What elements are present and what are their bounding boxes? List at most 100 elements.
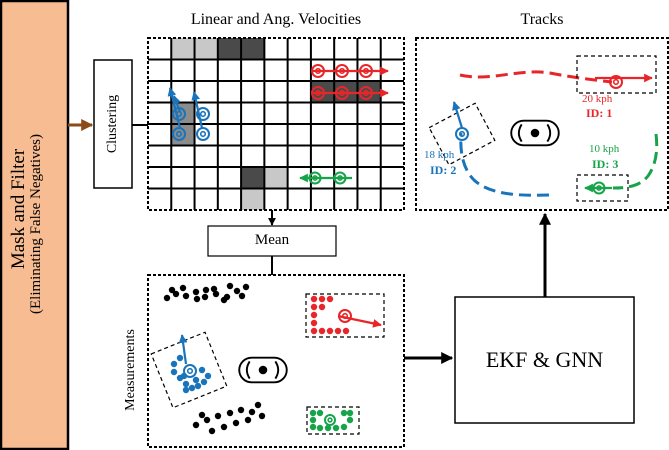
grid-cell: [217, 38, 242, 60]
measurement-point: [316, 424, 324, 432]
measurement-point: [318, 327, 326, 335]
grid-cell: [241, 188, 265, 210]
measurement-point: [237, 406, 245, 414]
mean-label: Mean: [254, 232, 290, 248]
grid-cell: [357, 81, 381, 103]
velocity-arrow: [191, 91, 204, 129]
grid-cell: [264, 167, 288, 189]
track-3-box: [576, 174, 629, 202]
measurement-point: [346, 409, 354, 417]
measurement-point: [170, 368, 178, 376]
ego-car-icon: [238, 356, 288, 384]
velocity-grid: [147, 37, 405, 211]
blue-cluster-box: [150, 331, 228, 409]
track-1-speed: 20 kph: [582, 93, 613, 105]
measurement-point: [232, 419, 240, 427]
measurement-point: [310, 327, 318, 335]
measurement-point: [310, 295, 318, 303]
measurement-point: [204, 372, 212, 380]
measurement-point: [203, 416, 211, 424]
object-target-icon: [196, 107, 210, 121]
measurement-point: [192, 421, 200, 429]
measurement-point: [340, 409, 348, 417]
object-target-icon: [196, 127, 210, 141]
velocity-arrow: [452, 101, 464, 129]
measurement-point: [334, 327, 342, 335]
measurement-point: [201, 293, 209, 301]
measurement-point: [248, 408, 256, 416]
track-3-speed: 10 kph: [589, 143, 620, 155]
track-1-path: [459, 70, 613, 84]
track-2-speed: 18 kph: [424, 149, 455, 161]
measurement-point: [193, 295, 201, 303]
measurement-point: [172, 290, 180, 298]
tracks-title: Tracks: [520, 11, 564, 28]
measurement-point: [170, 360, 178, 368]
velocity-arrow: [172, 95, 182, 113]
measurement-point: [342, 327, 350, 335]
measurement-point: [210, 285, 218, 293]
measurement-point: [220, 423, 228, 431]
ekf-gnn-label: EKF & GNN: [485, 347, 604, 372]
mask-filter-subtitle: (Eliminating False Negatives): [28, 134, 44, 314]
track-1-id: ID: 1: [586, 106, 613, 120]
measurement-point: [310, 311, 318, 319]
measurement-point: [316, 409, 324, 417]
measurement-point: [318, 295, 326, 303]
measurement-point: [244, 416, 252, 424]
grid-cell: [241, 167, 265, 189]
measurement-point: [200, 378, 208, 386]
measurement-point: [192, 376, 200, 384]
grid-cell: [241, 38, 265, 60]
ego-car-icon: [510, 119, 560, 147]
measurement-point: [179, 284, 187, 292]
measurement-point: [198, 411, 206, 419]
measurement-point: [326, 295, 334, 303]
measurement-point: [310, 303, 318, 311]
measurement-point: [309, 416, 317, 424]
measurement-point: [163, 294, 171, 302]
measurement-point: [233, 287, 241, 295]
mean-box: [207, 225, 337, 257]
track-3-path: [612, 133, 659, 190]
measurement-point: [309, 409, 317, 417]
velocity-arrow: [167, 87, 182, 129]
object-target-icon: [609, 75, 623, 89]
measurement-point: [226, 409, 234, 417]
measurement-point: [188, 384, 196, 392]
object-target-icon: [324, 414, 336, 426]
measurement-point: [194, 382, 202, 390]
measurement-point: [182, 380, 190, 388]
grid-cell: [171, 124, 195, 146]
measurement-point: [212, 290, 220, 298]
measurement-point: [346, 416, 354, 424]
grid-cell: [334, 81, 358, 103]
measurement-point: [220, 296, 228, 304]
velocities-title: Linear and Ang. Velocities: [190, 11, 362, 28]
measurement-point: [198, 366, 206, 374]
measurements-label: Measurements: [123, 329, 138, 411]
measurement-point: [309, 423, 317, 431]
grid-cell: [310, 81, 335, 103]
measurement-point: [214, 412, 222, 420]
track-2-path: [459, 132, 550, 197]
measurement-point: [238, 292, 246, 300]
measurement-point: [242, 283, 250, 291]
measurement-point: [310, 319, 318, 327]
clustering-label: Clustering: [105, 94, 120, 154]
measurement-point: [182, 386, 190, 394]
grid-cell: [171, 38, 195, 60]
red-cluster-box: [305, 293, 385, 338]
measurement-point: [182, 292, 190, 300]
ekf-gnn-box: [454, 296, 635, 424]
mask-filter-panel: [0, 0, 70, 450]
grid-cell: [194, 38, 218, 60]
measurement-point: [326, 327, 334, 335]
measurement-point: [318, 303, 326, 311]
measurement-point: [324, 424, 332, 432]
measurement-point: [254, 401, 262, 409]
velocity-arrow: [337, 314, 382, 328]
measurement-point: [176, 354, 184, 362]
measurement-point: [202, 286, 210, 294]
